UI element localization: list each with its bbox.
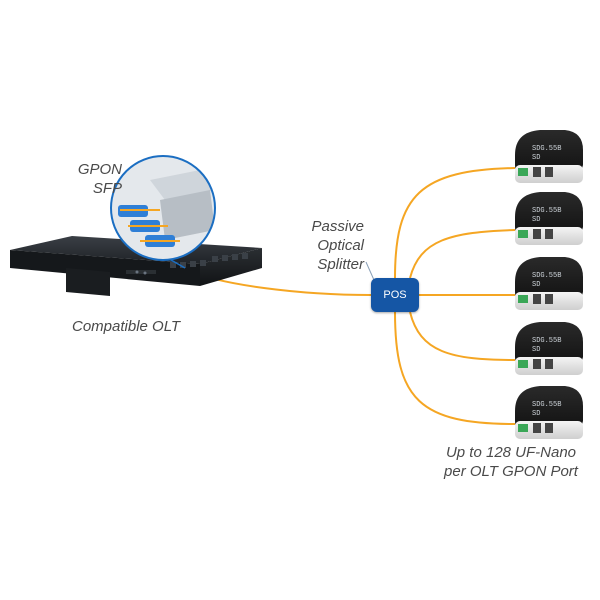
uf-nano-device-3: SDG.55B SD [515, 257, 583, 310]
uf-nano-device-4: SDG.55B SD [515, 322, 583, 375]
uf-nano-device-5: SDG.55B SD [515, 386, 583, 439]
fiber-pos-to-nano-1 [394, 167, 516, 279]
fiber-pos-to-nano-4 [409, 311, 516, 361]
uf-nano-device-2: SDG.55B SD [515, 192, 583, 245]
splitter-label-line3: Splitter [317, 256, 364, 273]
gpon-sfp-label: GPON SFP [60, 160, 122, 198]
svg-text:SDG.55B: SDG.55B [532, 272, 561, 280]
uf-nano-devices: SDG.55B SD SDG.55B SD SDG.55B SD [515, 130, 583, 439]
uf-nano-label: Up to 128 UF-Nano per OLT GPON Port [437, 443, 585, 481]
uf-nano-label-line1: Up to 128 UF-Nano [445, 444, 577, 461]
gpon-label-line2: SFP [92, 180, 122, 197]
uf-nano-device-1: SDG.55B SD [515, 130, 583, 183]
svg-text:SDG.55B: SDG.55B [532, 401, 561, 409]
svg-text:SD: SD [532, 346, 540, 354]
svg-text:SD: SD [532, 281, 540, 289]
svg-text:SDG.55B: SDG.55B [532, 145, 561, 153]
gpon-label-line1: GPON [77, 161, 122, 178]
fiber-pos-to-nano-5 [394, 311, 516, 425]
pos-label-tick [365, 261, 375, 281]
svg-text:SD: SD [532, 154, 540, 162]
fiber-lines [187, 167, 516, 425]
uf-nano-label-line2: per OLT GPON Port [444, 463, 578, 480]
svg-text:SDG.55B: SDG.55B [532, 207, 561, 215]
sfp-callout [110, 155, 216, 261]
pos-label: POS [383, 289, 407, 301]
splitter-label-line2: Optical [317, 237, 364, 254]
svg-text:SDG.55B: SDG.55B [532, 337, 561, 345]
splitter-label: Passive Optical Splitter [296, 217, 364, 274]
svg-text:SD: SD [532, 216, 540, 224]
olt-label: Compatible OLT [72, 318, 181, 335]
splitter-label-line1: Passive [311, 218, 364, 235]
pos-splitter-box: POS [371, 278, 419, 312]
fiber-pos-to-nano-2 [409, 229, 516, 279]
svg-text:SD: SD [532, 410, 540, 418]
